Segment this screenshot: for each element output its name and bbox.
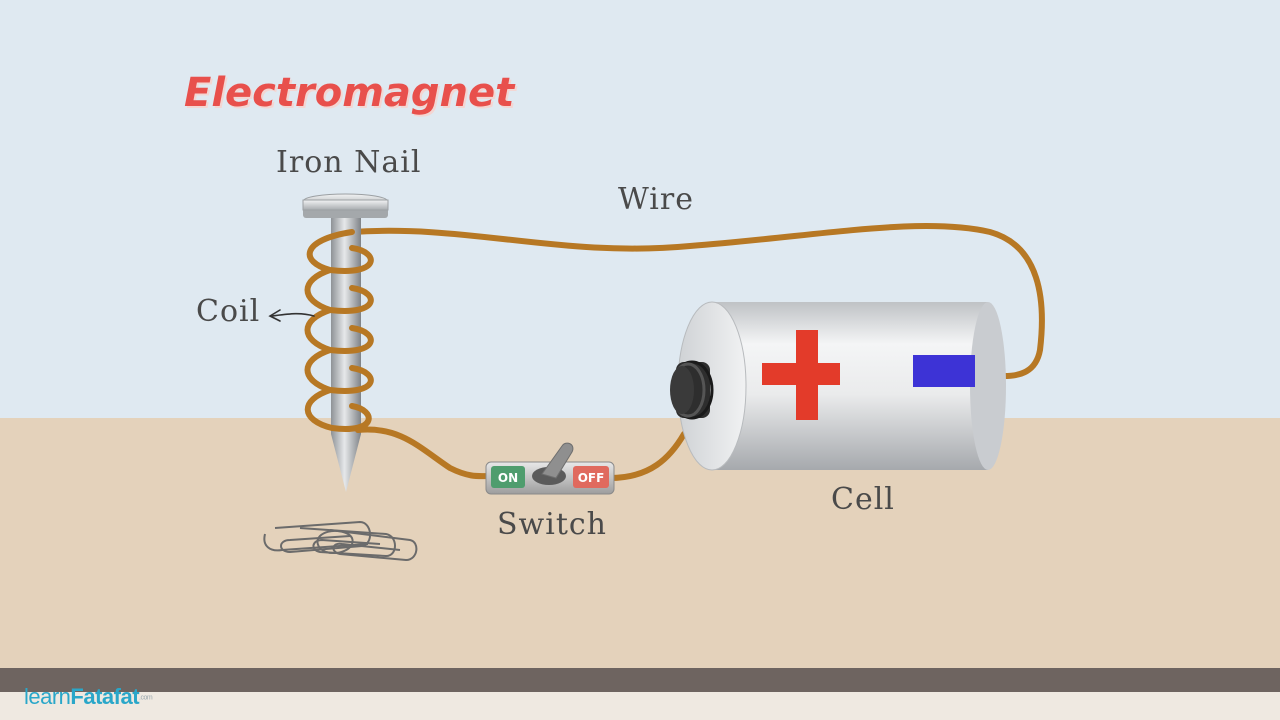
toggle-switch[interactable]: ON OFF [485, 442, 615, 495]
logo-part-learn: learn [24, 684, 71, 709]
label-switch: Switch [497, 507, 608, 542]
plus-sign-icon [762, 330, 840, 420]
ground-surface [0, 418, 1280, 668]
iron-nail [302, 193, 389, 492]
wire-top [349, 223, 1045, 379]
logo-part-fatafat: Fatafat [70, 684, 140, 709]
bottom-bar [0, 692, 1280, 720]
paper-clips [263, 520, 418, 562]
wire-bottom-left [355, 426, 493, 480]
brand-logo: learnFatafat.com [24, 684, 153, 710]
sky-background [0, 0, 1280, 418]
diagram-title: Electromagnet [184, 70, 515, 116]
switch-on-pad[interactable] [491, 466, 525, 488]
switch-off-label: OFF [578, 471, 605, 485]
label-iron-nail: Iron Nail [276, 145, 422, 180]
label-cell: Cell [831, 482, 895, 517]
switch-off-pad[interactable] [573, 466, 609, 488]
label-coil: Coil [196, 294, 261, 329]
arrow-left-icon [268, 309, 315, 322]
minus-sign-icon [913, 355, 975, 387]
switch-lever[interactable] [541, 442, 574, 479]
cell-battery [670, 301, 1006, 471]
positive-terminal [670, 360, 714, 420]
wire-bottom-right [607, 431, 687, 481]
logo-part-com: .com [139, 694, 153, 702]
floor-stripe [0, 668, 1280, 692]
label-wire: Wire [618, 182, 694, 217]
switch-on-label: ON [498, 471, 518, 485]
coil [304, 229, 374, 432]
